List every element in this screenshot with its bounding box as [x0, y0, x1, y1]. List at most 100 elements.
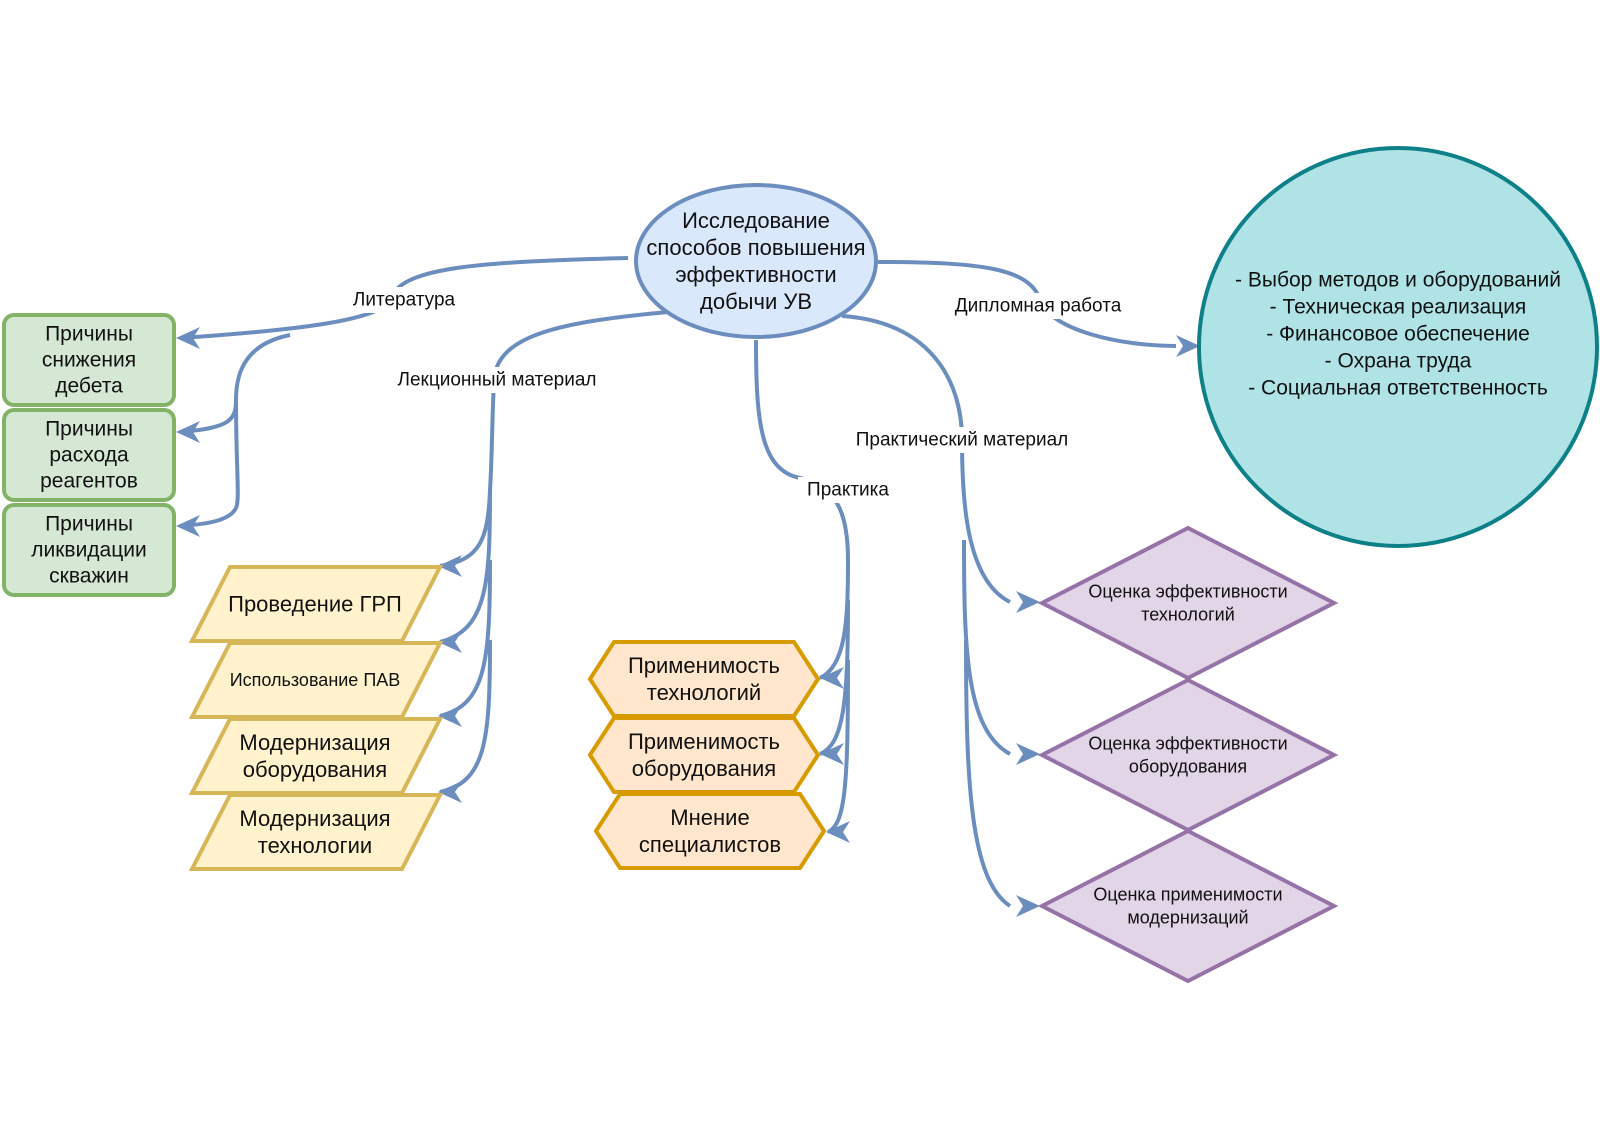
practical-node: Оценка применимости модернизаций — [1037, 828, 1339, 984]
diploma-circle — [1197, 146, 1599, 548]
lecture-node-text: Использование ПАВ — [230, 670, 401, 690]
literature-node-text-line: дебета — [55, 375, 123, 398]
lecture-node-text-line: технологии — [258, 833, 372, 858]
lecture-node-text-line: оборудования — [243, 757, 387, 782]
edge-label-lecture: Лекционный материал — [381, 367, 613, 393]
arrow-lecture-4 — [438, 781, 462, 803]
edge-label-practical-material-text: Практический материал — [856, 430, 1069, 451]
arrow-practice-2 — [820, 743, 844, 765]
edge-label-literature: Литература — [344, 287, 464, 313]
practical-node-text-line: модернизаций — [1127, 908, 1248, 928]
edge-label-practice: Практика — [798, 477, 898, 503]
arrow-literature-1 — [176, 327, 200, 349]
literature-node-text: Причины расхода реагентов — [40, 418, 138, 493]
edge-label-diploma-text: Дипломная работа — [955, 296, 1122, 317]
edge-literature-3 — [179, 399, 240, 528]
arrow-lecture-2 — [438, 631, 462, 653]
arrow-practice-1 — [820, 667, 844, 689]
edge-label-practice-background — [798, 477, 898, 503]
practical-node-text-line: Оценка применимости — [1093, 885, 1282, 905]
lecture-node: Использование ПАВ — [188, 641, 444, 719]
literature-node-text-line: скважин — [49, 565, 129, 588]
literature-node: Причины снижения дебета — [2, 313, 176, 407]
literature-box — [2, 408, 176, 502]
diploma-node-text-line: - Социальная ответственность — [1248, 377, 1548, 400]
lecture-node-text-line: Проведение ГРП — [228, 592, 402, 617]
literature-node-text-line: ликвидации — [31, 539, 146, 562]
practical-diamond — [1037, 525, 1339, 681]
literature-node-text-line: снижения — [42, 349, 136, 372]
edge-label-diploma-background — [942, 293, 1134, 319]
practical-node-text: Оценка эффективности оборудования — [1088, 734, 1287, 777]
practice-node-text-line: Мнение — [670, 805, 749, 830]
edge-label-diploma: Дипломная работа — [942, 293, 1134, 319]
literature-box — [2, 313, 176, 407]
literature-node-text-line: Причины — [45, 418, 133, 441]
diploma-node-text-line: - Охрана труда — [1325, 350, 1472, 373]
practical-node-text-line: Оценка эффективности — [1088, 734, 1287, 754]
literature-node-text-line: реагентов — [40, 470, 138, 493]
arrow-practice-3 — [826, 821, 850, 843]
center-ellipse — [634, 183, 878, 339]
literature-node-text-line: Причины — [45, 513, 133, 536]
diploma-node-text-line: - Техническая реализация — [1270, 296, 1527, 319]
practice-hexagon — [587, 716, 821, 794]
literature-node-text-line: расхода — [49, 444, 129, 467]
practical-node: Оценка эффективности оборудования — [1037, 677, 1339, 833]
edge-label-lecture-text: Лекционный материал — [397, 370, 596, 391]
edge-label-literature-background — [344, 287, 464, 313]
practical-diamond — [1037, 677, 1339, 833]
lecture-node-text: Проведение ГРП — [228, 592, 402, 617]
arrow-literature-2 — [176, 421, 200, 443]
literature-node: Причины ликвидации скважин — [2, 503, 176, 597]
practice-node-text-line: Применимость — [628, 729, 780, 754]
edge-literature-2 — [179, 333, 291, 434]
edge-label-practical-material: Практический материал — [839, 427, 1085, 453]
diploma-node-text-line: - Финансовое обеспечение — [1266, 323, 1530, 346]
center-node-text-line: эффективности — [675, 262, 836, 287]
arrow-practical-2 — [1016, 743, 1040, 765]
lecture-node-text-line: Модернизация — [239, 806, 390, 831]
arrow-lecture-3 — [438, 705, 462, 727]
edge-practical-2 — [962, 539, 1011, 756]
lecture-node: Проведение ГРП — [188, 565, 444, 643]
edges-layer — [176, 256, 1200, 917]
edge-label-literature-text: Литература — [353, 290, 456, 311]
edge-practical-3 — [964, 639, 1012, 908]
edge-practice-3 — [826, 659, 850, 834]
practical-node-text-line: оборудования — [1129, 757, 1247, 777]
edge-label-practice-text: Практика — [807, 480, 889, 501]
diploma-node-text-line: - Выбор методов и оборудований — [1235, 269, 1561, 292]
center-node-text-line: Исследование — [682, 208, 830, 233]
arrow-literature-3 — [176, 515, 200, 537]
practice-node-text-line: технологий — [647, 680, 761, 705]
edge-lecture-1 — [439, 310, 669, 568]
arrow-practical-3 — [1016, 895, 1040, 917]
practice-node-text-line: оборудования — [632, 756, 776, 781]
arrow-practical-1 — [1016, 591, 1040, 613]
edge-label-practical-material-background — [839, 427, 1085, 453]
center-node-text-line: добычи УВ — [700, 289, 812, 314]
practice-hexagon — [593, 792, 827, 870]
literature-node-text: Причины снижения дебета — [42, 323, 136, 398]
practical-node-text-line: Оценка эффективности — [1088, 582, 1287, 602]
diploma-node: - Выбор методов и оборудований - Техничес… — [1197, 146, 1599, 548]
edge-practice-2 — [819, 599, 850, 756]
edge-label-lecture-background — [381, 367, 613, 393]
literature-node-text-line: Причины — [45, 323, 133, 346]
practical-diamond — [1037, 828, 1339, 984]
literature-node: Причины расхода реагентов — [2, 408, 176, 502]
